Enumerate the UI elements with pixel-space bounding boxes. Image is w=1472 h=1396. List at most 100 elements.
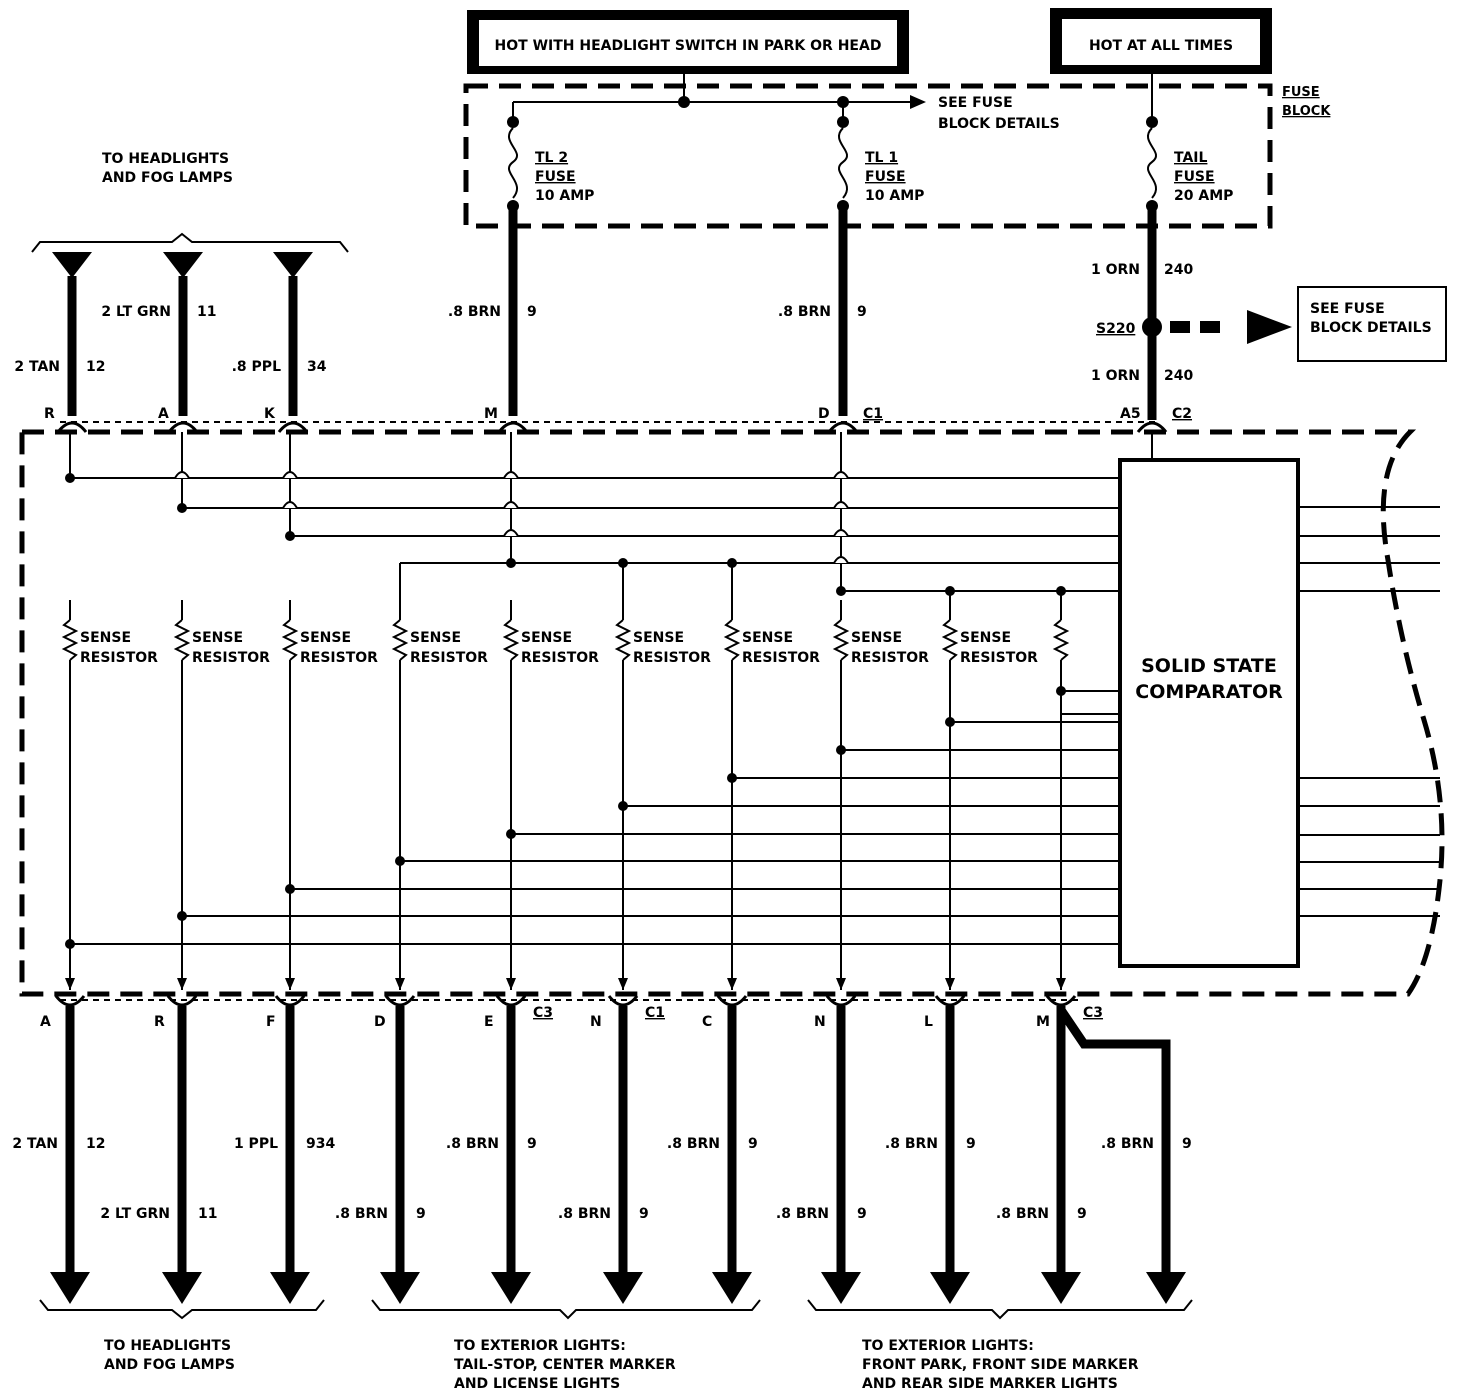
fuse-element	[837, 127, 849, 199]
wire-arrow-down	[603, 1272, 643, 1304]
connector-cup	[497, 421, 529, 433]
sense-resistor	[173, 619, 191, 661]
wire-gauge-color: .8 PPL	[232, 359, 281, 375]
arrowhead	[945, 978, 955, 990]
wire-arrow-down	[930, 1272, 970, 1304]
wire-gauge-color: .8 BRN	[335, 1206, 388, 1222]
sense-resistor-label: RESISTOR	[192, 650, 270, 666]
connector-pin: A	[40, 1014, 51, 1030]
arrowhead	[395, 978, 405, 990]
wire-gauge-color: 1 ORN	[1091, 368, 1140, 384]
sense-resistor	[941, 619, 959, 661]
connector-cup	[384, 995, 416, 1007]
wire-circuit: 34	[307, 359, 327, 375]
sense-resistor-label: SENSE	[633, 630, 684, 646]
connector-pin: F	[266, 1014, 276, 1030]
top-group-label: AND FOG LAMPS	[102, 170, 233, 186]
arrowhead	[727, 978, 737, 990]
junction-dot	[678, 96, 690, 108]
arrowhead	[506, 978, 516, 990]
wire-circuit: 9	[857, 304, 867, 320]
bottom-group-label: AND REAR SIDE MARKER LIGHTS	[862, 1376, 1118, 1392]
connector-cup	[495, 995, 527, 1007]
connector-cup	[167, 421, 199, 433]
wire-arrow-down	[380, 1272, 420, 1304]
arrowhead	[285, 978, 295, 990]
top-group-bracket	[31, 232, 349, 253]
static-lines	[60, 83, 1273, 1001]
bottom-group-label: TO EXTERIOR LIGHTS:	[454, 1338, 626, 1354]
sense-resistor-label: SENSE	[410, 630, 461, 646]
connector-pin: L	[924, 1014, 933, 1030]
crossover	[174, 471, 190, 479]
header-box-all-times-inner	[1062, 19, 1260, 65]
junction-dot	[727, 773, 737, 783]
wire-gauge-color: .8 BRN	[558, 1206, 611, 1222]
sense-resistor-label: SENSE	[80, 630, 131, 646]
wire-arrow-up	[273, 252, 313, 278]
bottom-group-label: FRONT PARK, FRONT SIDE MARKER	[862, 1357, 1139, 1373]
top-section: HOT WITH HEADLIGHT SWITCH IN PARK OR HEA…	[31, 8, 1447, 433]
wire-circuit: 11	[198, 1206, 217, 1222]
connector-id: C3	[533, 1005, 553, 1021]
wire-arrow-down	[162, 1272, 202, 1304]
bottom-group-label: AND FOG LAMPS	[104, 1357, 235, 1373]
wire-circuit: 9	[857, 1206, 867, 1222]
junction-dot	[1056, 686, 1066, 696]
see-fuse-block-details-right: BLOCK DETAILS	[1310, 320, 1432, 336]
bottom-group-bracket	[39, 1299, 325, 1320]
fuse-name: TL 2	[535, 150, 568, 166]
connector-pin: M	[484, 406, 498, 422]
bottom-section	[39, 995, 1193, 1320]
connector-cup	[274, 995, 306, 1007]
lamp-monitor-module	[19, 429, 1445, 997]
top-group-label: TO HEADLIGHTS	[102, 151, 229, 167]
comparator-label: SOLID STATE	[1141, 655, 1277, 677]
sense-resistor-label: RESISTOR	[851, 650, 929, 666]
fuse-block-label: FUSE	[1282, 85, 1320, 100]
crossover	[503, 471, 519, 479]
fuse-name: TL 1	[865, 150, 898, 166]
sense-resistor-label: SENSE	[742, 630, 793, 646]
sense-resistor-label: SENSE	[192, 630, 243, 646]
sense-resistor-label: SENSE	[851, 630, 902, 646]
wire-circuit: 240	[1164, 262, 1193, 278]
wire-gauge-color: .8 BRN	[776, 1206, 829, 1222]
wire-circuit: 934	[306, 1136, 335, 1152]
wire-gauge-color: 1 ORN	[1091, 262, 1140, 278]
see-fuse-block-details-top: SEE FUSE	[938, 95, 1013, 111]
splice-label: S220	[1096, 321, 1136, 337]
sense-resistor	[614, 619, 632, 661]
sense-resistor	[1052, 619, 1070, 661]
wire-circuit: 9	[966, 1136, 976, 1152]
fuse-block-boundary	[463, 83, 1273, 229]
connector-cup	[716, 995, 748, 1007]
sense-resistor-label: RESISTOR	[300, 650, 378, 666]
crossover	[282, 471, 298, 479]
connector-pin: K	[264, 406, 276, 422]
connector-pin: N	[814, 1014, 826, 1030]
junction-dot	[395, 856, 405, 866]
connector-cup	[54, 995, 86, 1007]
fuse-element	[1146, 127, 1158, 199]
arrowhead	[177, 978, 187, 990]
header-hot-headlight: HOT WITH HEADLIGHT SWITCH IN PARK OR HEA…	[495, 38, 882, 54]
sense-resistor	[61, 619, 79, 661]
fuse-name: TAIL	[1174, 150, 1208, 166]
crossover	[503, 501, 519, 509]
wire-gauge-color: .8 BRN	[448, 304, 501, 320]
connector-cup	[1045, 995, 1077, 1007]
arrowhead	[1056, 978, 1066, 990]
bottom-group-bracket	[371, 1299, 761, 1320]
fuse-element	[507, 127, 519, 199]
header-hot-all-times: HOT AT ALL TIMES	[1089, 38, 1233, 54]
crossover	[833, 529, 849, 537]
connector-cup	[277, 421, 309, 433]
crossover	[282, 501, 298, 509]
connector-cup	[1136, 421, 1168, 433]
module-boundary	[19, 429, 1445, 997]
wire-arrow-down	[270, 1272, 310, 1304]
sense-resistor	[502, 619, 520, 661]
